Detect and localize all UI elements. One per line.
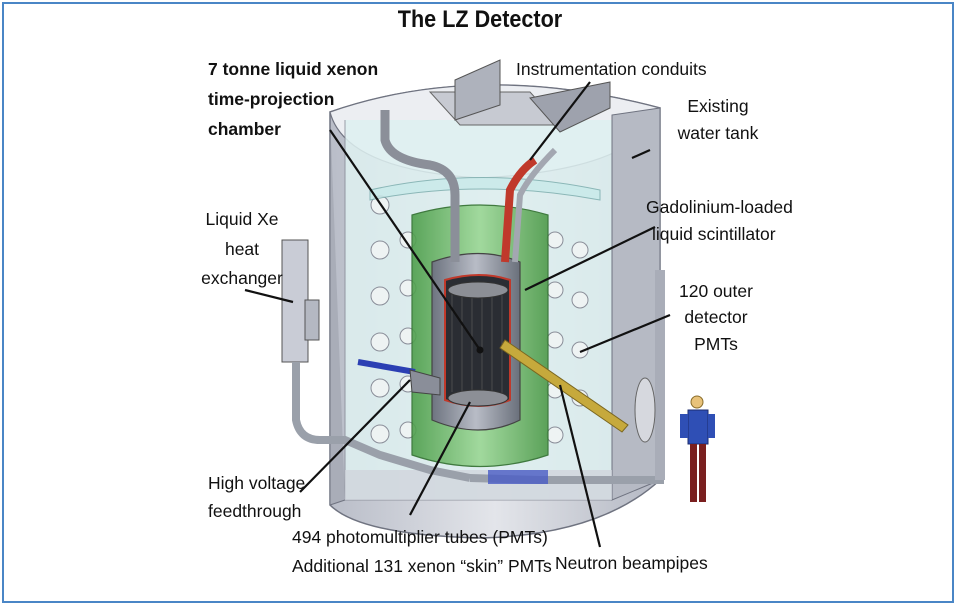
label-pmt-line1: 494 photomultiplier tubes (PMTs) [292,527,548,547]
label-tpc-line2: time-projection [208,89,335,109]
label-hx-line2: heat [224,239,260,259]
label-instrumentation-conduits: Instrumentation conduits [516,59,707,79]
figure-title: The LZ Detector [397,6,563,33]
label-outer-line2: detector [684,307,748,327]
leader-lines [244,81,671,548]
label-tpc-line1: 7 tonne liquid xenon [208,59,379,79]
label-hv-line1: High voltage [208,473,306,493]
label-tank-line1: Existing [687,96,749,116]
label-gd-line2: liquid scintillator [652,224,776,244]
bottom-plumbing [469,270,665,484]
instrumentation-conduits [380,110,558,263]
label-outer-line1: 120 outer [679,281,753,301]
label-hx-line1: Liquid Xe [205,209,279,229]
label-pmt-line2: Additional 131 xenon “skin” PMTs [292,556,552,576]
cryostat [431,252,521,431]
label-hv-line2: feedthrough [208,501,302,521]
neutron-beampipe [499,339,629,433]
person-for-scale [680,395,715,502]
label-outer-line3: PMTs [694,334,738,354]
hv-feedthrough [357,359,441,396]
label-tpc-line3: chamber [208,119,281,139]
label-neutron-beampipes: Neutron beampipes [555,553,708,573]
label-tank-line2: water tank [677,123,759,143]
label-gd-line1: Gadolinium-loaded [646,197,793,217]
label-hx-line3: exchanger [201,268,283,288]
